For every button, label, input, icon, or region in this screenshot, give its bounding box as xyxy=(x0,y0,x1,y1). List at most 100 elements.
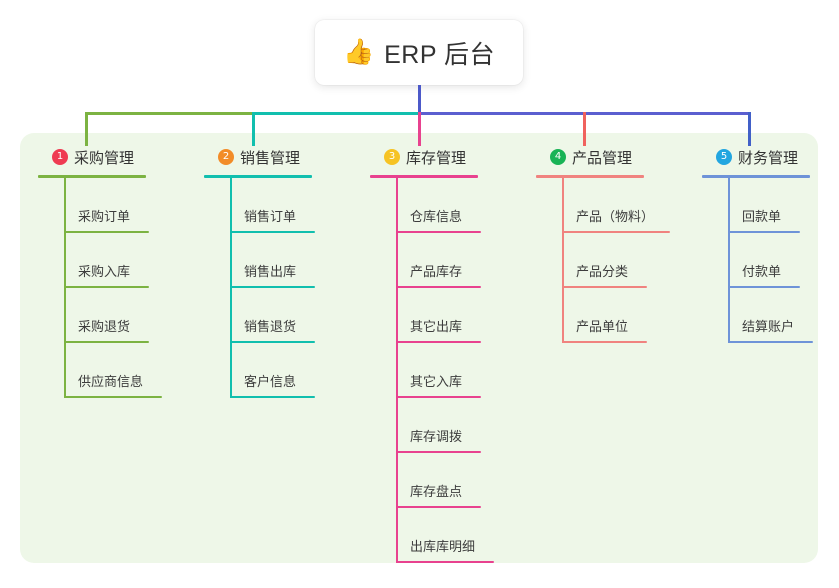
leaf-label: 产品库存 xyxy=(410,264,463,279)
branch-title: 财务管理 xyxy=(738,149,799,167)
leaf-label: 客户信息 xyxy=(244,374,297,389)
leaf-label: 供应商信息 xyxy=(78,374,144,389)
branch-spine xyxy=(230,178,232,398)
leaf-label: 回款单 xyxy=(742,209,782,224)
branch-leaf-list: 回款单付款单结算账户 xyxy=(728,178,813,343)
branch-number-badge: 1 xyxy=(52,149,68,165)
leaf-item[interactable]: 产品分类 xyxy=(562,233,647,288)
leaf-underline xyxy=(396,451,481,453)
branch-underline xyxy=(702,175,810,178)
leaf-underline xyxy=(230,231,315,233)
leaf-label: 出库库明细 xyxy=(410,539,476,554)
leaf-label: 库存调拨 xyxy=(410,429,463,444)
branch-underline xyxy=(536,175,644,178)
branch-spine xyxy=(396,178,398,563)
connector-drop-5 xyxy=(748,112,751,146)
leaf-item[interactable]: 库存调拨 xyxy=(396,398,481,453)
leaf-underline xyxy=(396,341,481,343)
leaf-underline xyxy=(64,396,162,398)
leaf-label: 采购退货 xyxy=(78,319,131,334)
leaf-label: 结算账户 xyxy=(742,319,795,334)
leaf-item[interactable]: 产品（物料） xyxy=(562,178,670,233)
branch-title: 库存管理 xyxy=(406,149,467,167)
branch-underline xyxy=(204,175,312,178)
leaf-underline xyxy=(728,341,813,343)
leaf-label: 其它入库 xyxy=(410,374,463,389)
branch-title: 销售管理 xyxy=(240,149,301,167)
leaf-underline xyxy=(728,286,800,288)
leaf-item[interactable]: 回款单 xyxy=(728,178,810,233)
branch-leaf-list: 产品（物料） 产品分类产品单位 xyxy=(562,178,670,343)
branch-column-5: 5 财务管理回款单付款单结算账户 xyxy=(702,146,813,343)
branch-header-5[interactable]: 5 财务管理 xyxy=(702,146,810,168)
branch-underline xyxy=(38,175,146,178)
leaf-underline xyxy=(230,341,315,343)
branch-column-3: 3 库存管理仓库信息产品库存其它出库其它入库库存调拨库存盘点出库库明细 xyxy=(370,146,494,563)
branch-number-badge: 3 xyxy=(384,149,400,165)
leaf-underline xyxy=(396,506,481,508)
leaf-underline xyxy=(230,286,315,288)
branch-number-badge: 4 xyxy=(550,149,566,165)
leaf-item[interactable]: 结算账户 xyxy=(728,288,813,343)
leaf-underline xyxy=(562,286,647,288)
branch-header-3[interactable]: 3 库存管理 xyxy=(370,146,478,168)
leaf-underline xyxy=(396,231,481,233)
leaf-item[interactable]: 产品单位 xyxy=(562,288,647,343)
leaf-item[interactable]: 采购退货 xyxy=(64,288,149,343)
leaf-label: 付款单 xyxy=(742,264,782,279)
leaf-item[interactable]: 仓库信息 xyxy=(396,178,481,233)
leaf-label: 产品单位 xyxy=(576,319,629,334)
branch-header-4[interactable]: 4 产品管理 xyxy=(536,146,644,168)
leaf-underline xyxy=(396,561,494,563)
connector-trunk xyxy=(418,85,421,115)
leaf-underline xyxy=(562,341,647,343)
leaf-label: 产品分类 xyxy=(576,264,629,279)
branch-underline xyxy=(370,175,478,178)
leaf-underline xyxy=(64,286,149,288)
leaf-item[interactable]: 销售出库 xyxy=(230,233,315,288)
leaf-item[interactable]: 库存盘点 xyxy=(396,453,481,508)
branch-spine xyxy=(64,178,66,398)
leaf-item[interactable]: 付款单 xyxy=(728,233,810,288)
leaf-item[interactable]: 供应商信息 xyxy=(64,343,162,398)
leaf-item[interactable]: 销售退货 xyxy=(230,288,315,343)
leaf-label: 仓库信息 xyxy=(410,209,463,224)
branch-title: 产品管理 xyxy=(572,149,633,167)
leaf-label: 库存盘点 xyxy=(410,484,463,499)
leaf-label: 销售出库 xyxy=(244,264,297,279)
leaf-label: 产品（物料） xyxy=(576,209,655,224)
leaf-label: 采购入库 xyxy=(78,264,131,279)
leaf-underline xyxy=(728,231,800,233)
root-node-title: ERP 后台 xyxy=(384,40,496,69)
branch-leaf-list: 仓库信息产品库存其它出库其它入库库存调拨库存盘点出库库明细 xyxy=(396,178,494,563)
branch-number-badge: 5 xyxy=(716,149,732,165)
connector-drop-2 xyxy=(252,112,255,146)
leaf-item[interactable]: 销售订单 xyxy=(230,178,315,233)
leaf-underline xyxy=(230,396,315,398)
branch-column-4: 4 产品管理产品（物料） 产品分类产品单位 xyxy=(536,146,670,343)
leaf-underline xyxy=(396,396,481,398)
leaf-underline xyxy=(64,231,149,233)
leaf-label: 销售退货 xyxy=(244,319,297,334)
branch-leaf-list: 采购订单采购入库采购退货供应商信息 xyxy=(64,178,162,398)
leaf-item[interactable]: 出库库明细 xyxy=(396,508,494,563)
leaf-item[interactable]: 产品库存 xyxy=(396,233,481,288)
leaf-item[interactable]: 其它出库 xyxy=(396,288,481,343)
leaf-item[interactable]: 采购订单 xyxy=(64,178,149,233)
branch-spine xyxy=(562,178,564,343)
thumbs-up-icon: 👍 xyxy=(342,38,375,66)
leaf-item[interactable]: 客户信息 xyxy=(230,343,315,398)
root-node-card[interactable]: 👍 ERP 后台 xyxy=(315,20,523,85)
leaf-underline xyxy=(396,286,481,288)
leaf-item[interactable]: 采购入库 xyxy=(64,233,149,288)
connector-bar-segment-1 xyxy=(85,112,252,115)
branch-leaf-list: 销售订单销售出库销售退货客户信息 xyxy=(230,178,315,398)
diagram-background-panel xyxy=(20,133,818,563)
connector-drop-3 xyxy=(418,112,421,146)
leaf-item[interactable]: 其它入库 xyxy=(396,343,481,398)
connector-drop-4 xyxy=(583,112,586,146)
leaf-underline xyxy=(562,231,670,233)
